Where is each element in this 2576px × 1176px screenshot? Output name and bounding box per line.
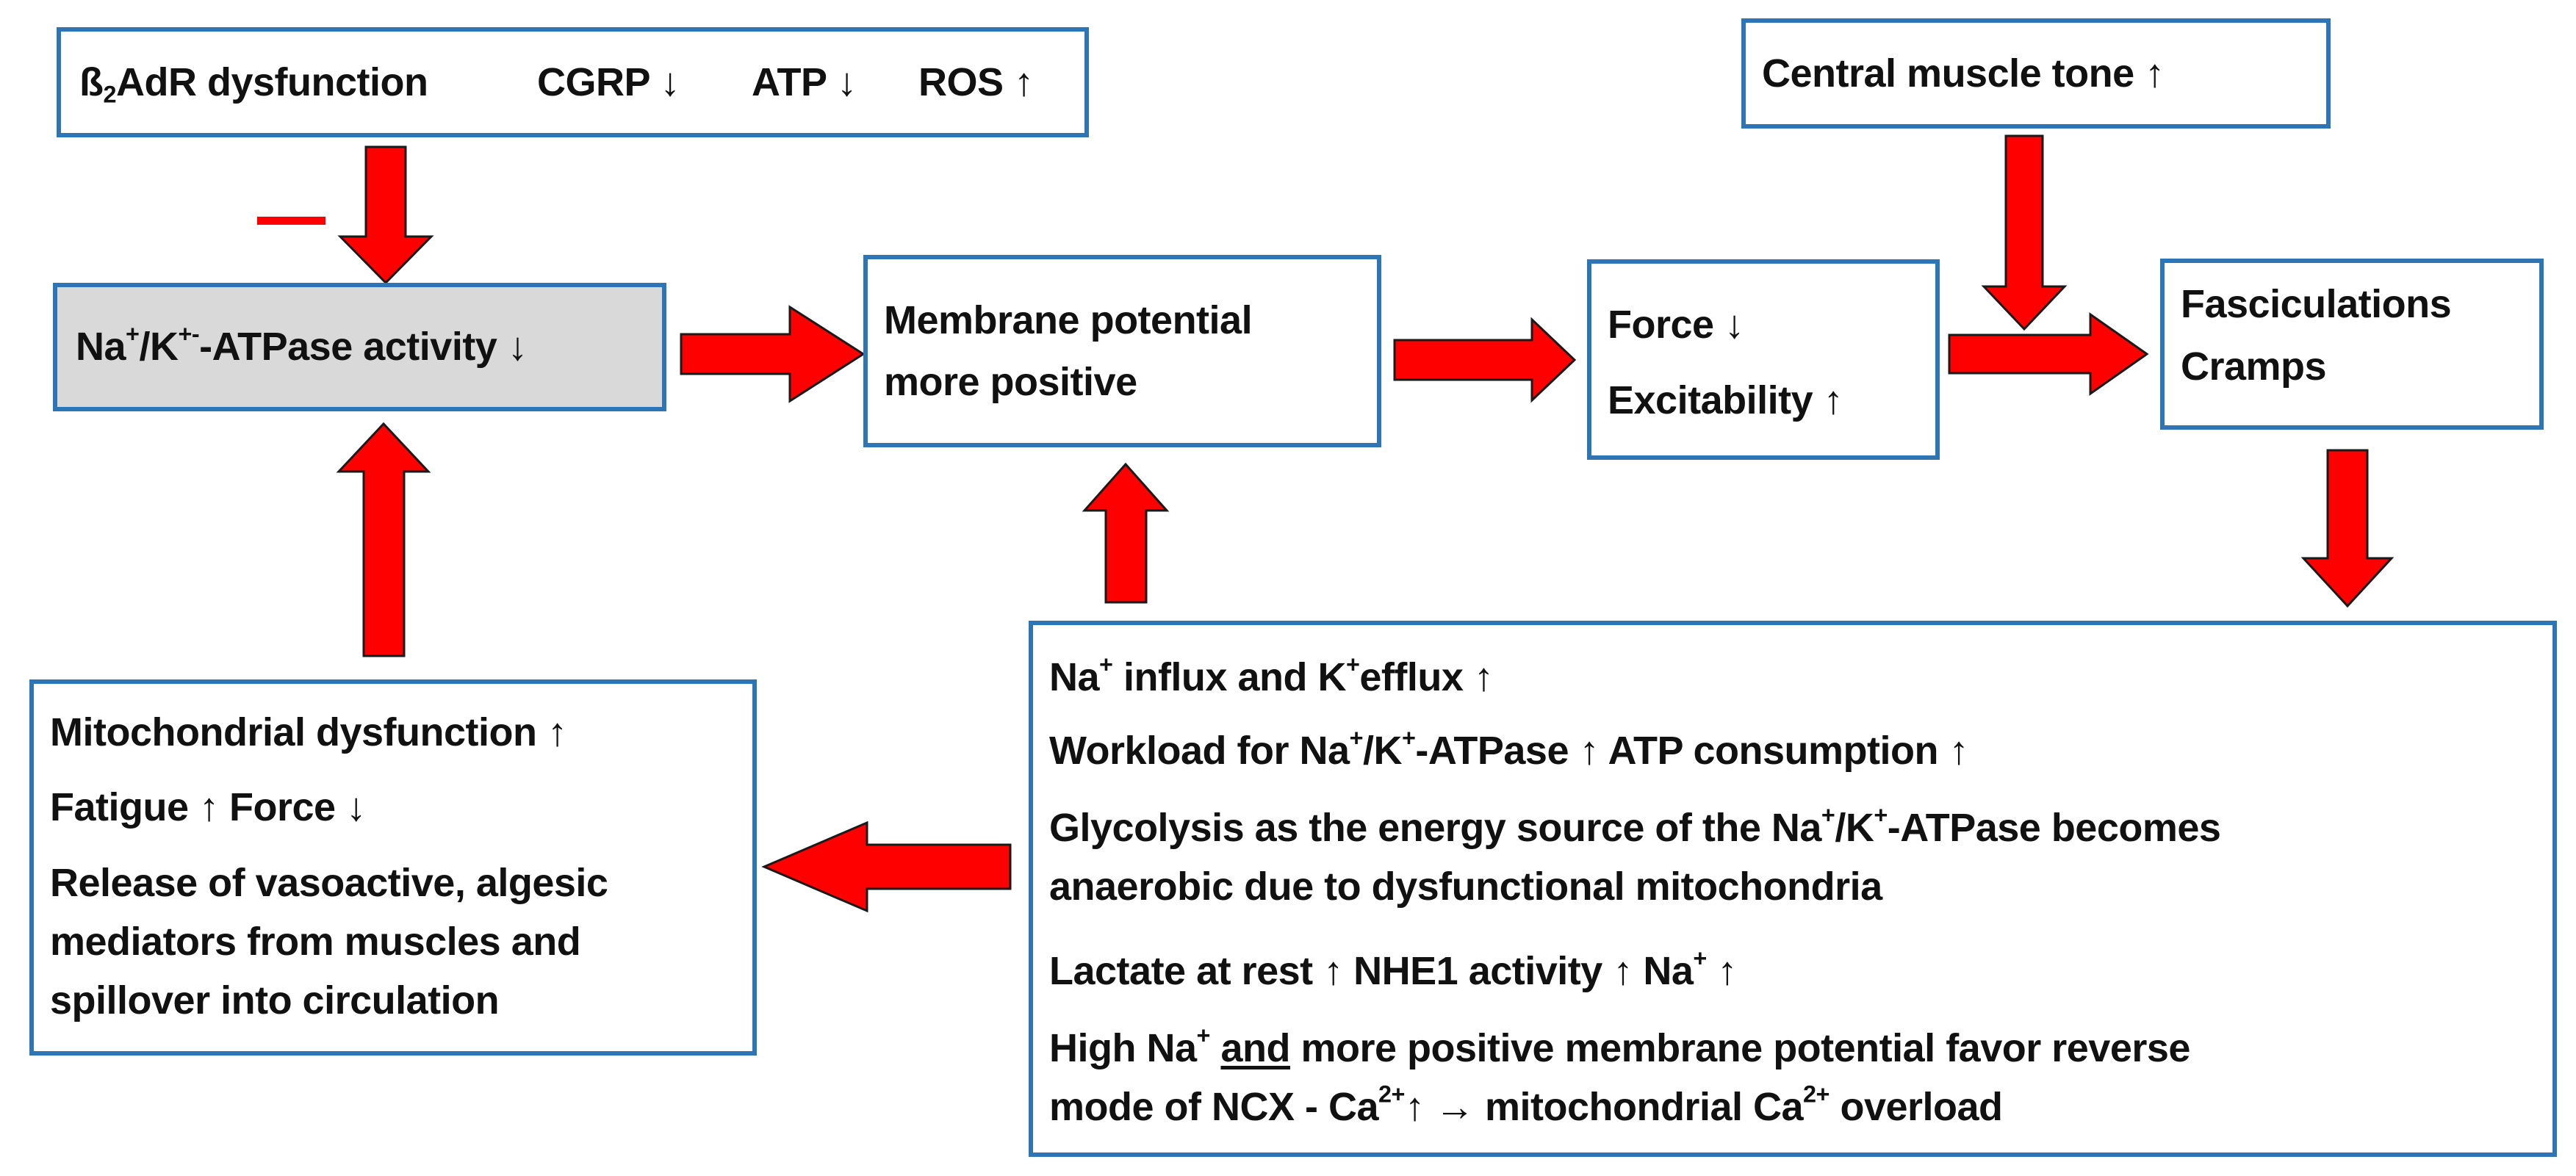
big-l6a: High Na — [1049, 1026, 1197, 1070]
big-l2a: Workload for Na — [1049, 729, 1350, 773]
big-line-2: Workload for Na+/K+-ATPase ↑ ATP consump… — [1049, 724, 2552, 773]
mito-line-4: mediators from muscles and — [50, 920, 581, 964]
excitability-line: Excitability ↑ — [1608, 378, 1843, 422]
nak-rest: -ATPase activity ↓ — [199, 325, 528, 369]
membrane-line-1: Membrane potential — [884, 298, 1253, 342]
big-l6c: more positive membrane potential favor r… — [1289, 1026, 2190, 1070]
beta-symbol: ß — [79, 60, 104, 104]
nak-na: Na — [76, 325, 126, 369]
force-line: Force ↓ — [1608, 303, 1744, 347]
central-tone-line: Central muscle tone ↑ — [1762, 51, 2165, 95]
b2adr-line: ß2AdR dysfunction — [79, 59, 1084, 108]
big-l5b: ↑ — [1706, 949, 1737, 993]
box-force-excitability: Force ↓ Excitability ↑ — [1587, 259, 1940, 460]
cgrp-label: CGRP ↓ — [537, 60, 680, 104]
big-l2c: -ATPase ↑ ATP consumption ↑ — [1415, 729, 1968, 773]
box-membrane-potential: Membrane potential more positive — [863, 255, 1381, 447]
sup-plus: + — [1693, 945, 1707, 972]
sup-ca: 2+ — [1378, 1081, 1405, 1108]
big-line-7: mode of NCX - Ca2+↑ → mitochondrial Ca2+… — [1049, 1081, 2552, 1130]
mito-line-3: Release of vasoactive, algesic — [50, 861, 608, 905]
arrow-membrane-to-force — [1393, 317, 1577, 403]
box-nak-atpase: Na+/K+--ATPase activity ↓ — [53, 283, 666, 411]
sup-plus: + — [1345, 651, 1360, 678]
arrow-mito-up-to-nak — [336, 422, 431, 657]
arrow-nak-to-membrane — [680, 305, 866, 403]
big-l7c: overload — [1829, 1085, 2003, 1129]
big-line-3: Glycolysis as the energy source of the N… — [1049, 801, 2552, 851]
big-l2b: /K — [1362, 729, 1403, 773]
arrow-central-down — [1981, 134, 2068, 331]
sup-plus: + — [1874, 801, 1888, 829]
box-fasciculations-cramps: Fasciculations Cramps — [2160, 259, 2544, 430]
box-b2adr-dysfunction: ß2AdR dysfunction CGRP ↓ ATP ↓ ROS ↑ — [57, 27, 1089, 137]
sup-plus: + — [1401, 724, 1416, 751]
big-l7a: mode of NCX - Ca — [1049, 1085, 1379, 1129]
sup-plus: + — [1821, 801, 1835, 829]
big-l5a: Lactate at rest ↑ NHE1 activity ↑ Na — [1049, 949, 1694, 993]
big-l6b-underlined: and — [1220, 1026, 1290, 1070]
big-l3b: /K — [1835, 806, 1874, 850]
cramps-line: Cramps — [2181, 344, 2327, 389]
fasciculations-line: Fasciculations — [2181, 282, 2452, 326]
sup-plus: + — [1099, 651, 1113, 678]
membrane-line-2: more positive — [884, 360, 1137, 404]
ros-label: ROS ↑ — [918, 60, 1034, 104]
big-l7b: ↑ → mitochondrial Ca — [1404, 1085, 1804, 1129]
nak-k: /K — [139, 325, 179, 369]
sup-ca: 2+ — [1803, 1081, 1830, 1108]
big-l3c: -ATPase becomes — [1887, 806, 2221, 850]
box-mitochondrial-dysfunction: Mitochondrial dysfunction ↑ Fatigue ↑ Fo… — [29, 679, 757, 1056]
inhibition-mark — [257, 217, 325, 225]
sup-plus: + — [1196, 1022, 1211, 1049]
arrow-down-to-nak — [337, 145, 434, 285]
big-line-4: anaerobic due to dysfunctional mitochond… — [1049, 865, 1882, 909]
big-line-1: Na+ influx and K+efflux ↑ — [1049, 651, 2552, 700]
box-na-influx-details: Na+ influx and K+efflux ↑ Workload for N… — [1029, 621, 2557, 1157]
nak-na-sup: + — [126, 320, 140, 347]
big-l1b: influx and K — [1112, 655, 1346, 699]
arrow-up-to-membrane — [1082, 462, 1170, 604]
mito-line-1: Mitochondrial dysfunction ↑ — [50, 710, 567, 754]
mito-line-5: spillover into circulation — [50, 978, 500, 1022]
big-l1c: efflux ↑ — [1359, 655, 1494, 699]
nak-k-sup: +- — [178, 320, 200, 347]
big-line-6: High Na+ and more positive membrane pote… — [1049, 1022, 2552, 1071]
adr-dysfunction-text: AdR dysfunction — [116, 60, 428, 104]
nak-activity-line: Na+/K+--ATPase activity ↓ — [76, 320, 662, 369]
mito-line-2: Fatigue ↑ Force ↓ — [50, 785, 366, 829]
big-line-5: Lactate at rest ↑ NHE1 activity ↑ Na+ ↑ — [1049, 945, 2552, 994]
arrow-force-to-fasc — [1948, 312, 2149, 396]
arrow-big-to-mito — [761, 820, 1012, 913]
big-l3a: Glycolysis as the energy source of the N… — [1049, 806, 1821, 850]
box-central-muscle-tone: Central muscle tone ↑ — [1741, 18, 2331, 129]
sup-plus: + — [1349, 724, 1364, 751]
atp-label: ATP ↓ — [752, 60, 857, 104]
subscript-2: 2 — [103, 81, 117, 108]
arrow-fasc-down — [2300, 449, 2395, 608]
big-l1a: Na — [1049, 655, 1100, 699]
